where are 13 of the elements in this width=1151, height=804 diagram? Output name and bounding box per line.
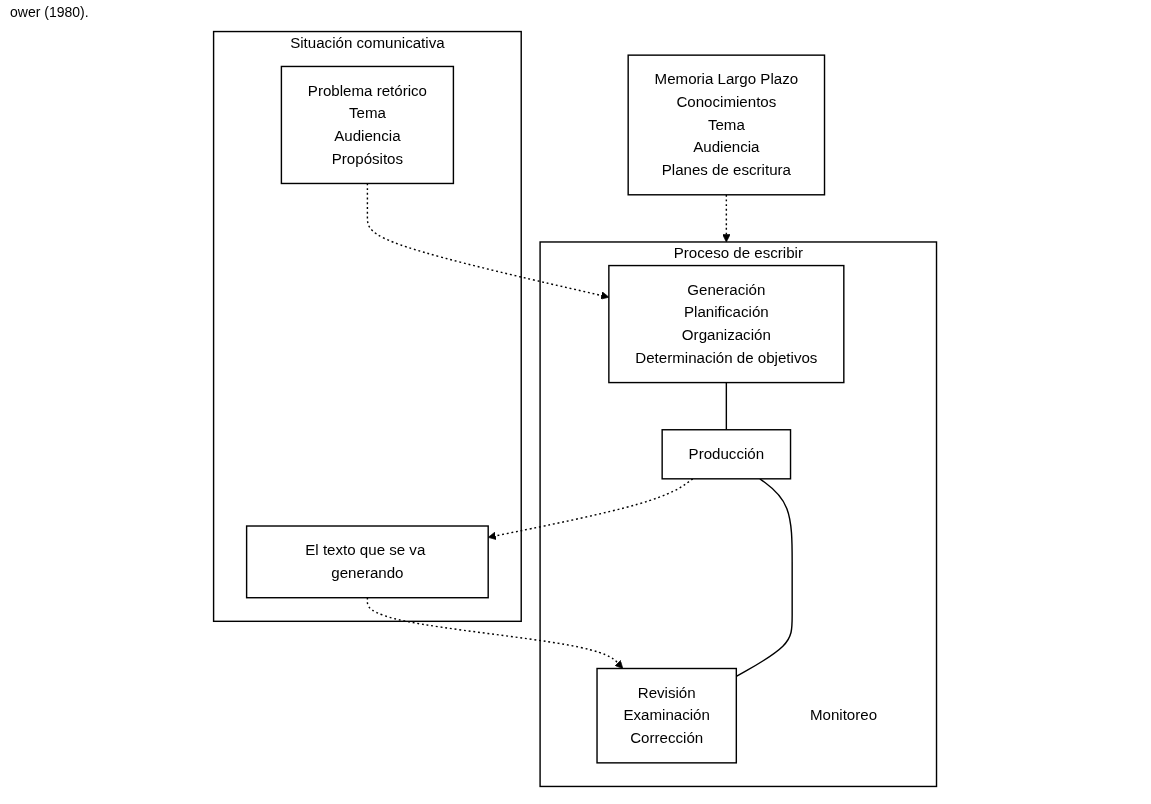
arrow [367, 597, 624, 669]
connector [726, 381, 728, 431]
node-box: Revisión Examinación Corrección [596, 667, 738, 764]
node-text: Monitoreo [810, 707, 878, 724]
connector [736, 478, 794, 678]
node-box: Problema retórico Tema Audiencia Propósitos [281, 65, 455, 185]
arrow [722, 194, 731, 243]
node-box: Generación Planificación Organización Determinación de objetivos [608, 264, 845, 384]
arrow [367, 182, 610, 300]
node-box: El texto que se va generando [246, 525, 490, 599]
caption-fragment: ower (1980). [10, 4, 90, 20]
node-box: Memoria Largo Plazo Conocimientos Tema Audiencia Planes de escritura [627, 54, 826, 196]
node-box: Producción [661, 429, 792, 480]
